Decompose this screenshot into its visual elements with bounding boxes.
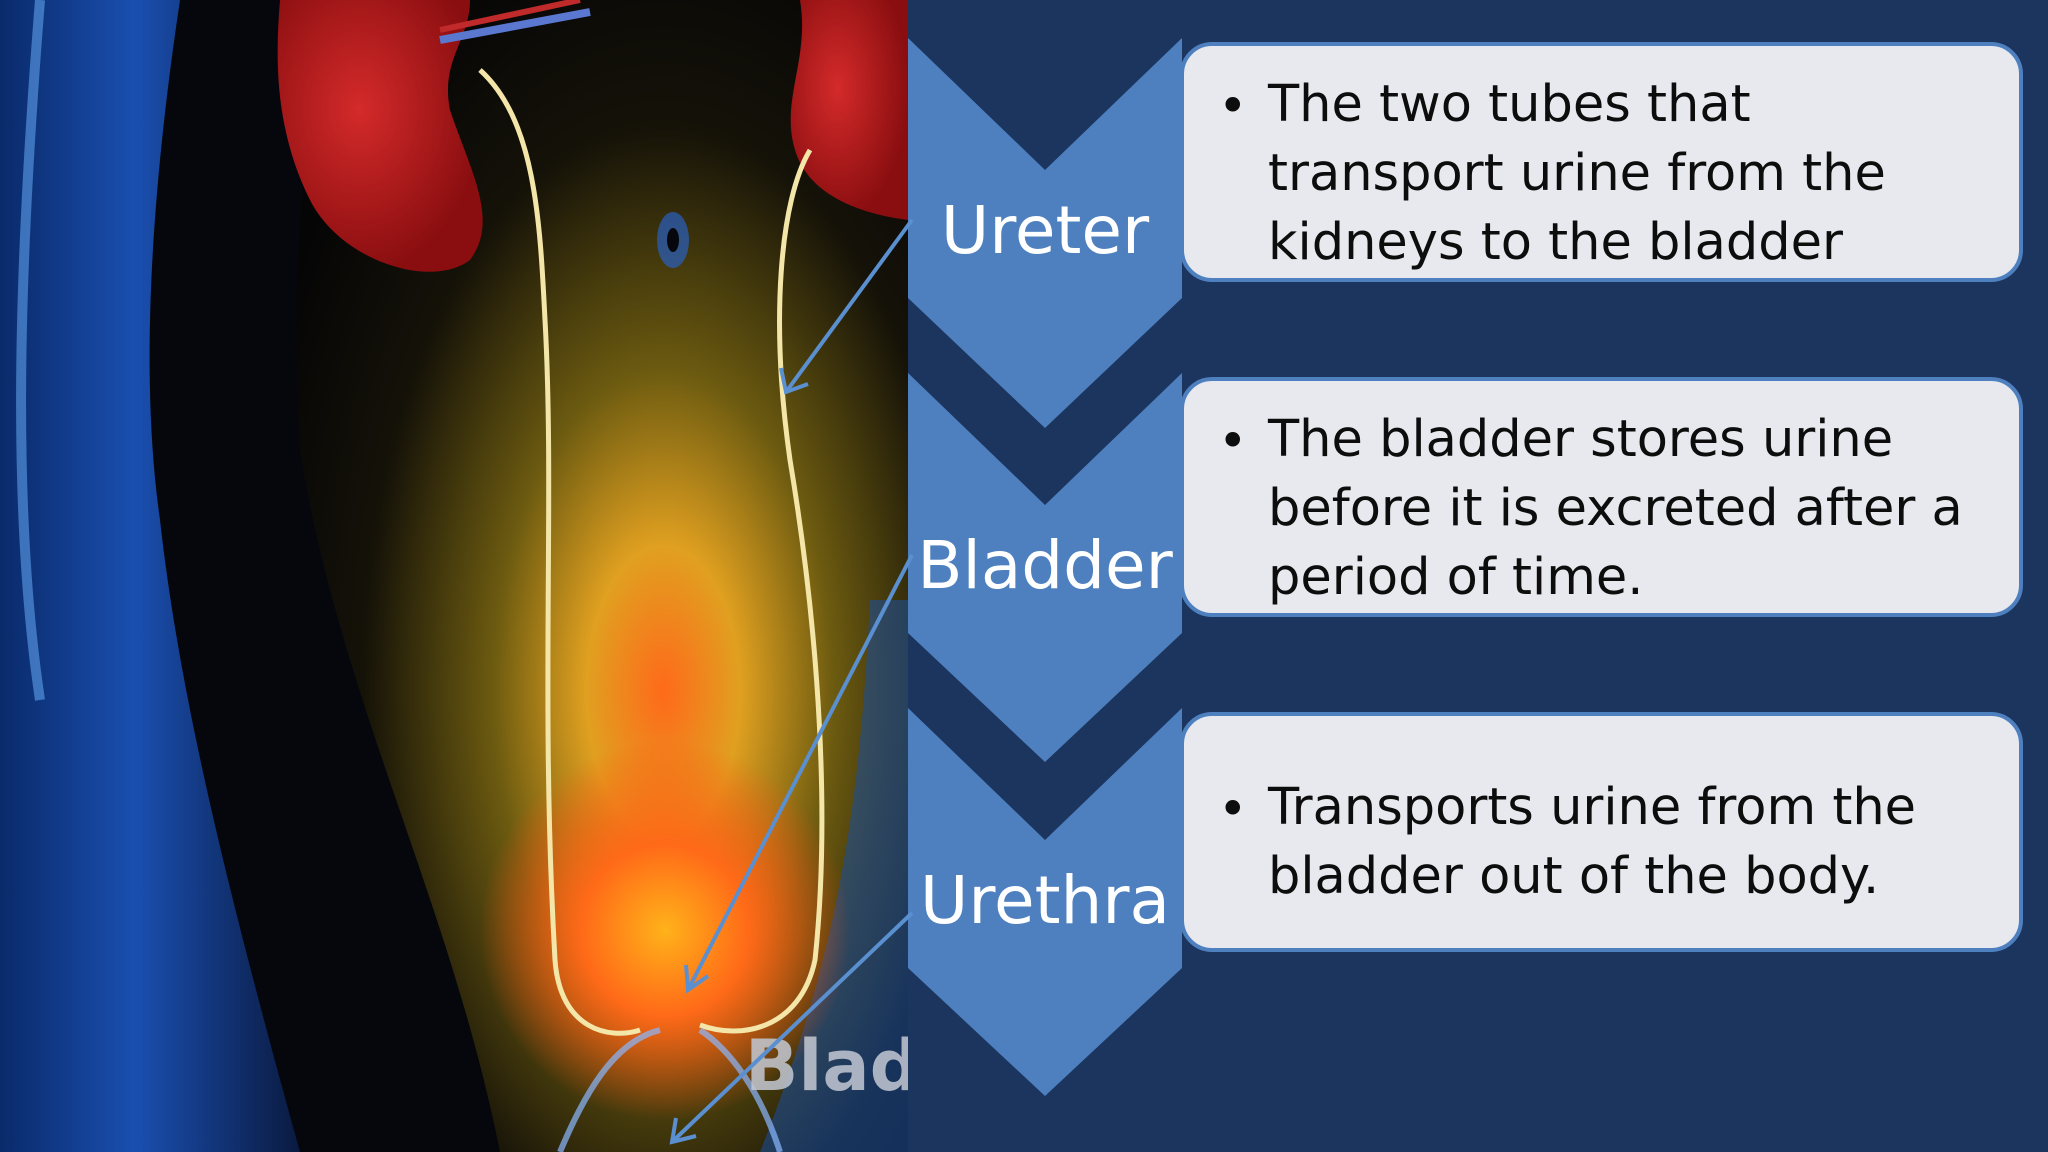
arrow-urethra-head-icon bbox=[669, 1117, 697, 1145]
arrow-bladder bbox=[686, 554, 914, 991]
description-box-bladder: • The bladder stores urine before it is … bbox=[1180, 377, 2023, 617]
arrow-ureter-head-icon bbox=[779, 367, 809, 395]
bullet-icon: • bbox=[1218, 77, 1248, 135]
description-box-urethra: • Transports urine from the bladder out … bbox=[1180, 712, 2023, 952]
description-box-ureter: • The two tubes that transport urine fro… bbox=[1180, 42, 2023, 282]
bullet-icon: • bbox=[1218, 412, 1248, 470]
label-urethra: Urethra bbox=[920, 862, 1170, 939]
arrow-ureter bbox=[784, 218, 914, 394]
description-urethra: Transports urine from the bladder out of… bbox=[1268, 778, 1917, 906]
pointer-arrows bbox=[669, 218, 914, 1145]
description-ureter: The two tubes that transport urine from … bbox=[1268, 75, 1886, 272]
bullet-icon: • bbox=[1218, 780, 1248, 838]
image-caption-text: Bladd bbox=[745, 1025, 908, 1107]
description-bladder: The bladder stores urine before it is ex… bbox=[1268, 410, 1963, 607]
chevron-urethra bbox=[908, 708, 1182, 1096]
chevron-bladder bbox=[908, 373, 1182, 762]
label-ureter: Ureter bbox=[940, 192, 1150, 269]
arrow-bladder-head-icon bbox=[684, 964, 710, 994]
chevron-ureter bbox=[908, 38, 1182, 428]
label-bladder: Bladder bbox=[917, 527, 1173, 604]
arrow-urethra bbox=[670, 911, 914, 1144]
